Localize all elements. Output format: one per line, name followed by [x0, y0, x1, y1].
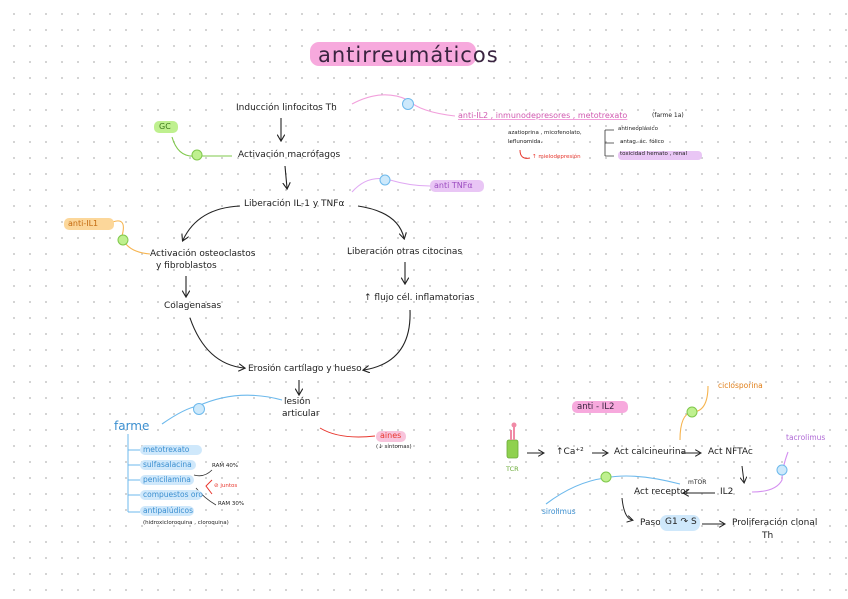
node-induccion: Inducción linfocitos Th — [236, 103, 337, 113]
node-lesion-1: lesión — [284, 397, 311, 407]
aines-highlight — [376, 431, 406, 442]
node-lesion-2: articular — [282, 409, 320, 419]
paso-prefix: Paso — [640, 518, 661, 528]
anti-il1-inhibit-marker — [117, 234, 129, 246]
node-flujo: ↑ flujo cél. inflamatorias — [364, 293, 475, 303]
anti-tnf-inhibit-marker — [379, 174, 391, 186]
mielo-arrow — [519, 149, 531, 159]
ram-40-label: RAM 40% — [212, 463, 239, 469]
antineoplasico-label: antineoplásico — [618, 126, 658, 132]
arrow-receptor-paso — [621, 497, 632, 520]
farme-item-4-highlight — [140, 506, 194, 516]
tacrolimus-connector — [751, 451, 789, 493]
farme-inhibit-marker — [193, 403, 205, 415]
il2-panel-title-highlight — [572, 401, 628, 413]
node-liberacion: Liberación IL-1 y TNFα — [244, 199, 345, 209]
node-activacion-osteo-1: Activación osteoclastos — [150, 249, 256, 259]
arrow-nfatc-il2 — [742, 465, 744, 482]
ca-node: ↑Ca⁺² — [556, 447, 584, 457]
mielodepresion-label: ↑ mielodepresión — [532, 154, 581, 160]
antipaludicos-note: (hidroxicloroquina , cloroquina) — [143, 520, 229, 526]
anti-tnf-highlight — [430, 180, 484, 192]
arrow-colagenasas-erosion — [189, 317, 244, 368]
farme-title: farme — [114, 419, 150, 433]
aines-connector — [319, 427, 376, 438]
node-colagenasas: Colagenasas — [164, 301, 222, 311]
proliferacion-line-2: Th — [762, 531, 774, 541]
drugs-bracket — [604, 129, 614, 157]
tacrolimus-inhibit-marker — [776, 464, 788, 476]
anti-il2-group-label: anti-IL2 , inmunodepresores , metotrexat… — [458, 111, 628, 120]
farme-item-antipaludicos: antipalúdicos — [143, 506, 194, 515]
proliferacion-line-1: Proliferación clonal — [732, 518, 818, 528]
sirolimus-inhibit-marker — [600, 471, 612, 483]
gc-highlight — [154, 121, 178, 133]
sirolimus-label: sirolimus — [542, 507, 576, 516]
node-activacion-osteo-2: y fibroblastos — [156, 261, 217, 271]
calcineurina-node: Act calcineurina — [614, 447, 687, 457]
farme-item-sulfasalacina: sulfasalacina — [143, 460, 192, 469]
receptor-node: Act receptor — [634, 487, 690, 497]
farme-item-penicilamina: penicilamina — [143, 475, 191, 484]
ciclosporina-label: ciclosporina — [718, 381, 763, 390]
farme-item-0-highlight — [140, 445, 202, 455]
anti-tnf-connector — [351, 177, 431, 193]
page-title: antirreumáticos — [318, 43, 499, 67]
tacrolimus-label: tacrolimus — [786, 433, 826, 442]
tcr-receptor-icon — [506, 439, 519, 459]
toxicidad-label: toxicidad hemato , renal — [620, 151, 688, 157]
gc-inhibit-marker — [191, 149, 203, 161]
ciclosporina-inhibit-marker — [686, 406, 698, 418]
arrow-liberacion-left — [183, 205, 241, 240]
anti-il2-inhibit-marker — [402, 98, 414, 110]
mtor-label: mTOR — [688, 479, 707, 486]
anti-il1-connector — [107, 220, 151, 255]
farme-item-compuestos-oro: compuestos oro — [143, 490, 203, 499]
arrow-flujo-erosion — [364, 309, 411, 370]
ram-30-label: RAM 30% — [218, 501, 245, 507]
il2-panel-title: anti - IL2 — [577, 402, 615, 412]
paso-highlight — [660, 515, 700, 531]
drugs-line-1: azatioprina , micofenolato, — [508, 130, 582, 136]
anti-il1-label: anti-IL1 — [68, 219, 99, 228]
farme-list-bracket — [127, 434, 140, 513]
toxicidad-highlight — [618, 151, 702, 160]
farme-connector — [161, 394, 283, 425]
nfatc-node: Act NFTAc — [708, 447, 753, 457]
tcr-antigen-icon — [510, 426, 515, 440]
ram-bracket — [193, 469, 217, 506]
antag-folico-label: antag. ác. fólico — [620, 139, 665, 145]
aines-label: aines — [380, 431, 402, 440]
anti-tnf-label: anti TNFα — [434, 181, 473, 190]
node-erosion: Erosión cartílago y hueso — [248, 364, 362, 374]
node-activacion-macrofagos: Activación macrófagos — [238, 150, 341, 160]
farme-1a-label: (farme 1a) — [652, 112, 684, 119]
aines-sub-label: (↓ síntomas) — [376, 444, 412, 450]
paso-g1-s: G1 ↷ S — [665, 517, 697, 527]
title-highlight — [310, 42, 476, 66]
farme-item-3-highlight — [140, 490, 202, 500]
drugs-line-2: leflunomida. — [508, 139, 543, 145]
farme-item-2-highlight — [140, 475, 194, 485]
arrow-activacion-liberacion — [285, 165, 287, 188]
node-liberacion-otras: Liberación otras citocinas — [347, 247, 463, 257]
tcr-label: TCR — [506, 465, 519, 473]
juntos-bracket — [205, 479, 213, 495]
farme-item-metotrexato: metotrexato — [143, 445, 190, 454]
il2-node: IL2 — [720, 487, 734, 497]
arrow-liberacion-right — [357, 205, 404, 238]
gc-label: GC — [159, 122, 171, 131]
anti-il1-highlight — [64, 218, 114, 230]
juntos-label: ⊘ juntos — [214, 483, 238, 489]
farme-item-1-highlight — [140, 460, 196, 470]
